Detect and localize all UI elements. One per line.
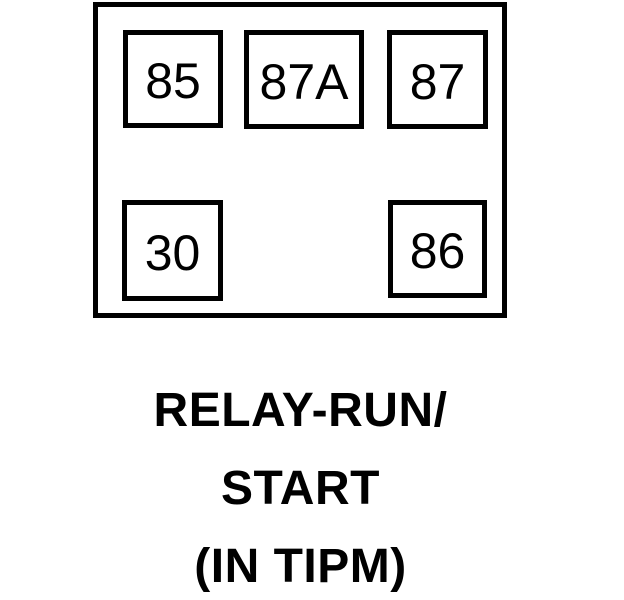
pin-label-86: 86	[409, 223, 466, 279]
pin-box-30: 30	[122, 200, 223, 301]
pin-box-87: 87	[387, 30, 488, 129]
caption-line-1: RELAY-RUN/	[153, 384, 448, 437]
pin-label-87a: 87A	[259, 53, 349, 110]
pin-label-85: 85	[145, 53, 201, 109]
pin-box-87a: 87A	[244, 30, 364, 129]
diagram-caption: RELAY-RUN/ START (IN TIPM)	[0, 372, 601, 600]
pin-box-85: 85	[123, 30, 223, 128]
caption-line-2: START	[221, 462, 380, 515]
pin-label-30: 30	[144, 224, 201, 281]
relay-body-outline: 85 87A 87 30 86	[93, 2, 507, 318]
caption-line-3: (IN TIPM)	[194, 540, 407, 593]
pin-box-86: 86	[388, 200, 487, 298]
pin-label-87: 87	[409, 53, 466, 110]
